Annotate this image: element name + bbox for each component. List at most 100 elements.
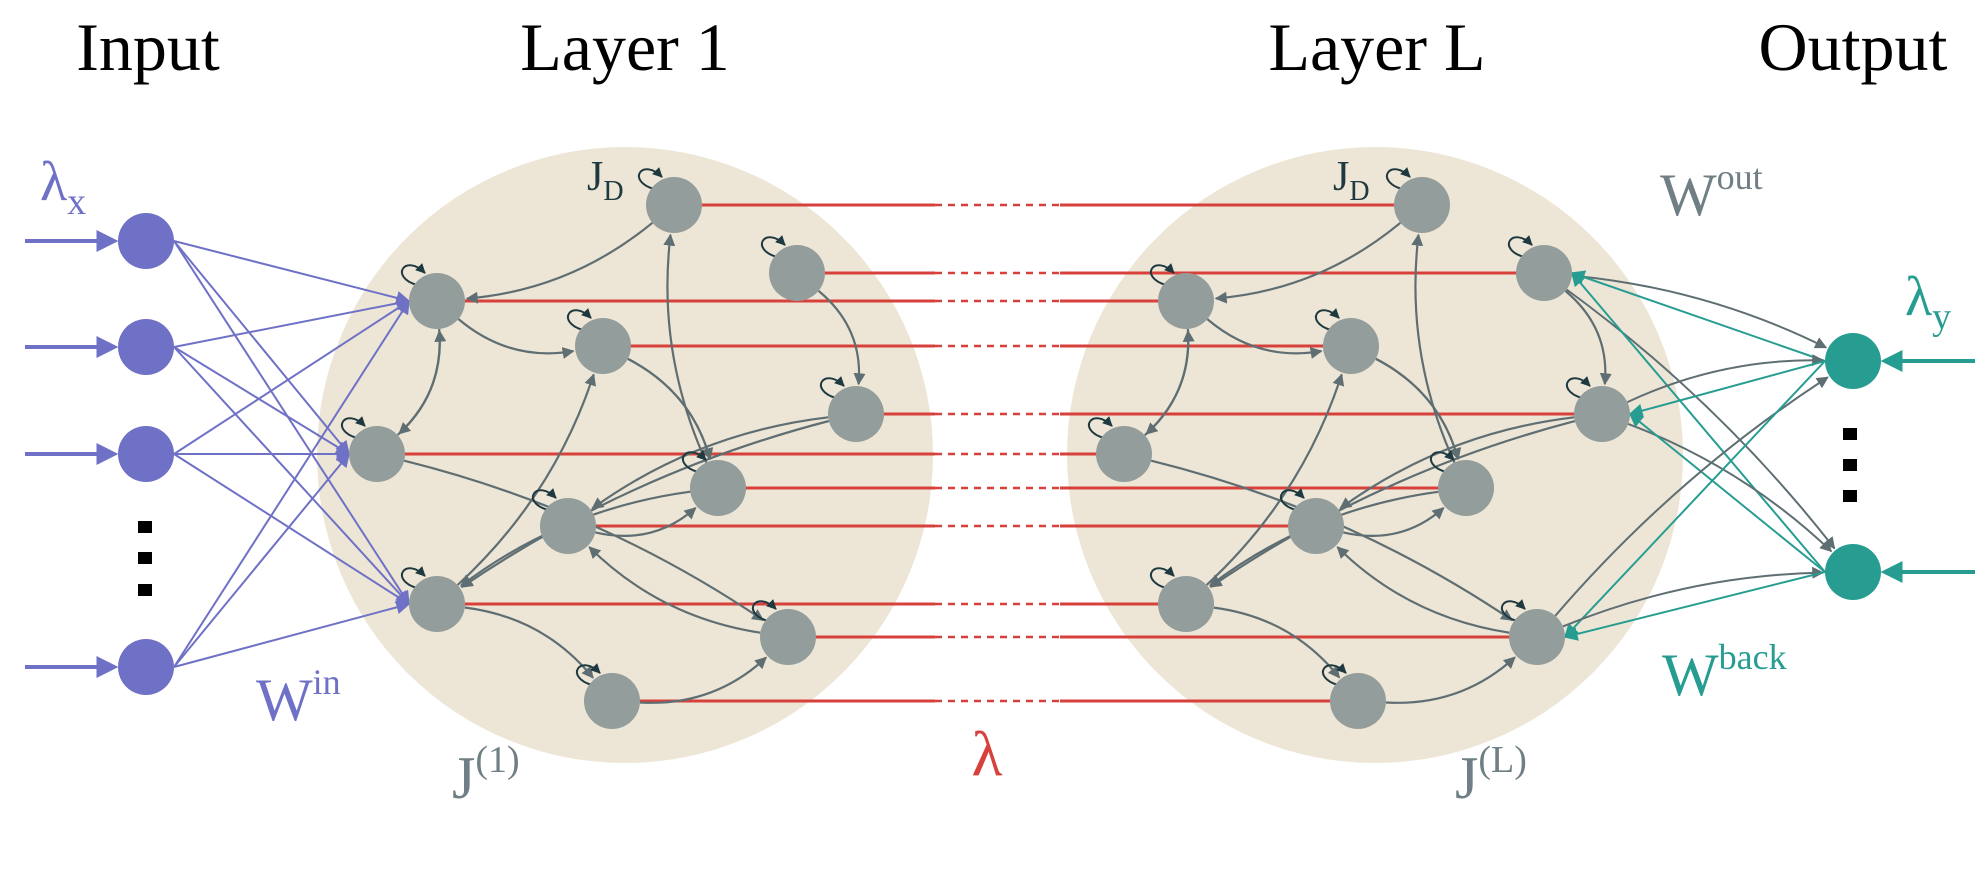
j1-label: J(1) xyxy=(452,739,520,811)
self-loop xyxy=(1087,416,1113,439)
readout-connections xyxy=(1554,270,1836,641)
readout-edge xyxy=(1626,354,1825,404)
feedback-edge xyxy=(1571,271,1826,573)
internal-edge xyxy=(464,606,594,679)
readout-edge xyxy=(1554,376,1829,617)
readout-edge xyxy=(1562,566,1825,628)
internal-edge xyxy=(1375,357,1462,461)
self-loop xyxy=(637,167,663,190)
reservoir-L-node xyxy=(1574,386,1630,442)
input-node xyxy=(118,213,174,269)
input-edge xyxy=(173,346,351,455)
header-input: Input xyxy=(76,9,220,85)
self-loop xyxy=(1429,450,1455,473)
reservoir-1-node xyxy=(690,460,746,516)
self-loop xyxy=(531,488,557,511)
self-loop xyxy=(340,416,366,439)
input-edge xyxy=(173,299,410,668)
lambda-label: λ xyxy=(971,718,1002,789)
feedback-edge xyxy=(1563,571,1826,641)
reservoir-1-node xyxy=(575,318,631,374)
self-loop xyxy=(1565,376,1591,399)
reservoir-L-node xyxy=(1516,245,1572,301)
reservoir-L-node xyxy=(1288,498,1344,554)
reservoir-1-node xyxy=(646,177,702,233)
readout-edge xyxy=(1566,288,1836,550)
internal-edge xyxy=(1213,606,1341,679)
self-loop xyxy=(1149,566,1175,589)
jd-label-layer-L: JD xyxy=(1333,154,1370,207)
header-layer-1: Layer 1 xyxy=(520,9,730,85)
internal-edge xyxy=(465,221,654,304)
self-loop xyxy=(760,235,786,258)
internal-edge xyxy=(460,419,830,589)
w-back-label: Wback xyxy=(1662,637,1787,708)
output-node xyxy=(1825,544,1881,600)
internal-edge xyxy=(457,318,575,359)
lambda-x-label: λx xyxy=(40,151,86,223)
jd-label-layer-1: JD xyxy=(587,154,624,207)
self-loop xyxy=(1500,599,1526,622)
input-edge xyxy=(173,600,411,668)
input-node xyxy=(118,639,174,695)
internal-edge xyxy=(1206,318,1323,359)
internal-edge xyxy=(1205,373,1345,586)
header-layer-L: Layer L xyxy=(1268,9,1485,85)
self-loop xyxy=(1279,488,1305,511)
reservoir-L-node xyxy=(1394,177,1450,233)
reservoir-1-node xyxy=(828,386,884,442)
reservoir-L-node xyxy=(1158,576,1214,632)
internal-edge xyxy=(398,328,441,435)
self-loop xyxy=(819,376,845,399)
output-node xyxy=(1825,333,1881,389)
internal-edge xyxy=(1145,328,1190,435)
internal-edge xyxy=(1336,546,1510,634)
self-loop xyxy=(575,663,601,686)
internal-connections xyxy=(340,167,1612,704)
internal-edge xyxy=(627,357,714,461)
reservoir-L-node xyxy=(1096,426,1152,482)
jL-label: J(L) xyxy=(1455,739,1527,811)
lambda-y-label: λy xyxy=(1905,266,1951,338)
self-loop xyxy=(1314,308,1340,331)
internal-edge xyxy=(588,546,761,634)
input-ellipsis-icon xyxy=(138,521,152,596)
reservoir-1-node xyxy=(349,426,405,482)
io-arrows xyxy=(25,230,1975,678)
reservoir-1-node xyxy=(584,673,640,729)
internal-edge xyxy=(1214,221,1402,304)
internal-edge xyxy=(1343,507,1445,537)
input-edge xyxy=(173,453,411,605)
self-loop xyxy=(566,308,592,331)
self-loop xyxy=(751,599,777,622)
output-ellipsis-icon xyxy=(1843,428,1857,502)
reservoir-L-node xyxy=(1509,609,1565,665)
internal-edge xyxy=(1564,290,1612,386)
self-loop xyxy=(400,566,426,589)
self-loop xyxy=(1385,167,1411,190)
internal-edge xyxy=(595,507,697,537)
internal-edge xyxy=(817,290,866,386)
self-loop xyxy=(681,450,707,473)
internal-edge xyxy=(456,373,597,586)
input-edge xyxy=(173,296,411,348)
internal-edge xyxy=(1209,420,1576,588)
self-loop xyxy=(400,263,426,286)
reservoir-L-node xyxy=(1158,273,1214,329)
reservoir-L-background xyxy=(1067,147,1683,763)
input-node xyxy=(118,426,174,482)
w-in-label: Win xyxy=(256,662,341,733)
reservoir-1-node xyxy=(409,576,465,632)
internal-edge xyxy=(1411,233,1456,463)
reservoir-L-node xyxy=(1323,318,1379,374)
self-loop xyxy=(1507,235,1533,258)
input-edge xyxy=(173,346,410,606)
self-loop xyxy=(1321,663,1347,686)
self-loop xyxy=(1149,263,1175,286)
reservoir-L-node xyxy=(1438,460,1494,516)
internal-edge xyxy=(639,656,767,704)
input-connections xyxy=(173,240,411,668)
input-edge xyxy=(173,240,350,456)
input-edge xyxy=(173,300,411,455)
